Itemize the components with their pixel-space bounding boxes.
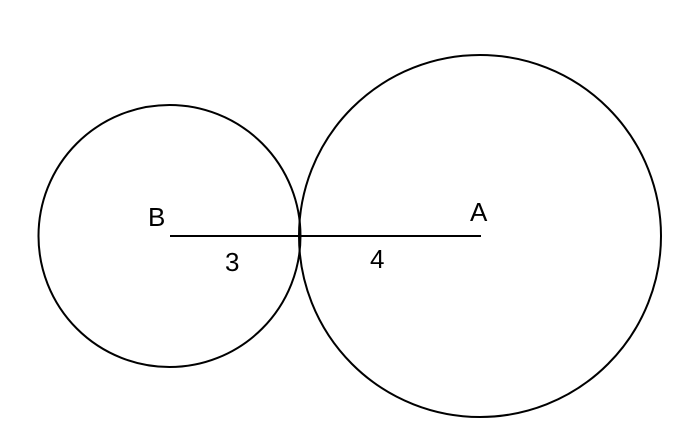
label-a: A [470, 197, 488, 227]
radius-label-a: 4 [370, 244, 384, 274]
radius-label-b: 3 [225, 247, 239, 277]
label-b: B [148, 202, 165, 232]
